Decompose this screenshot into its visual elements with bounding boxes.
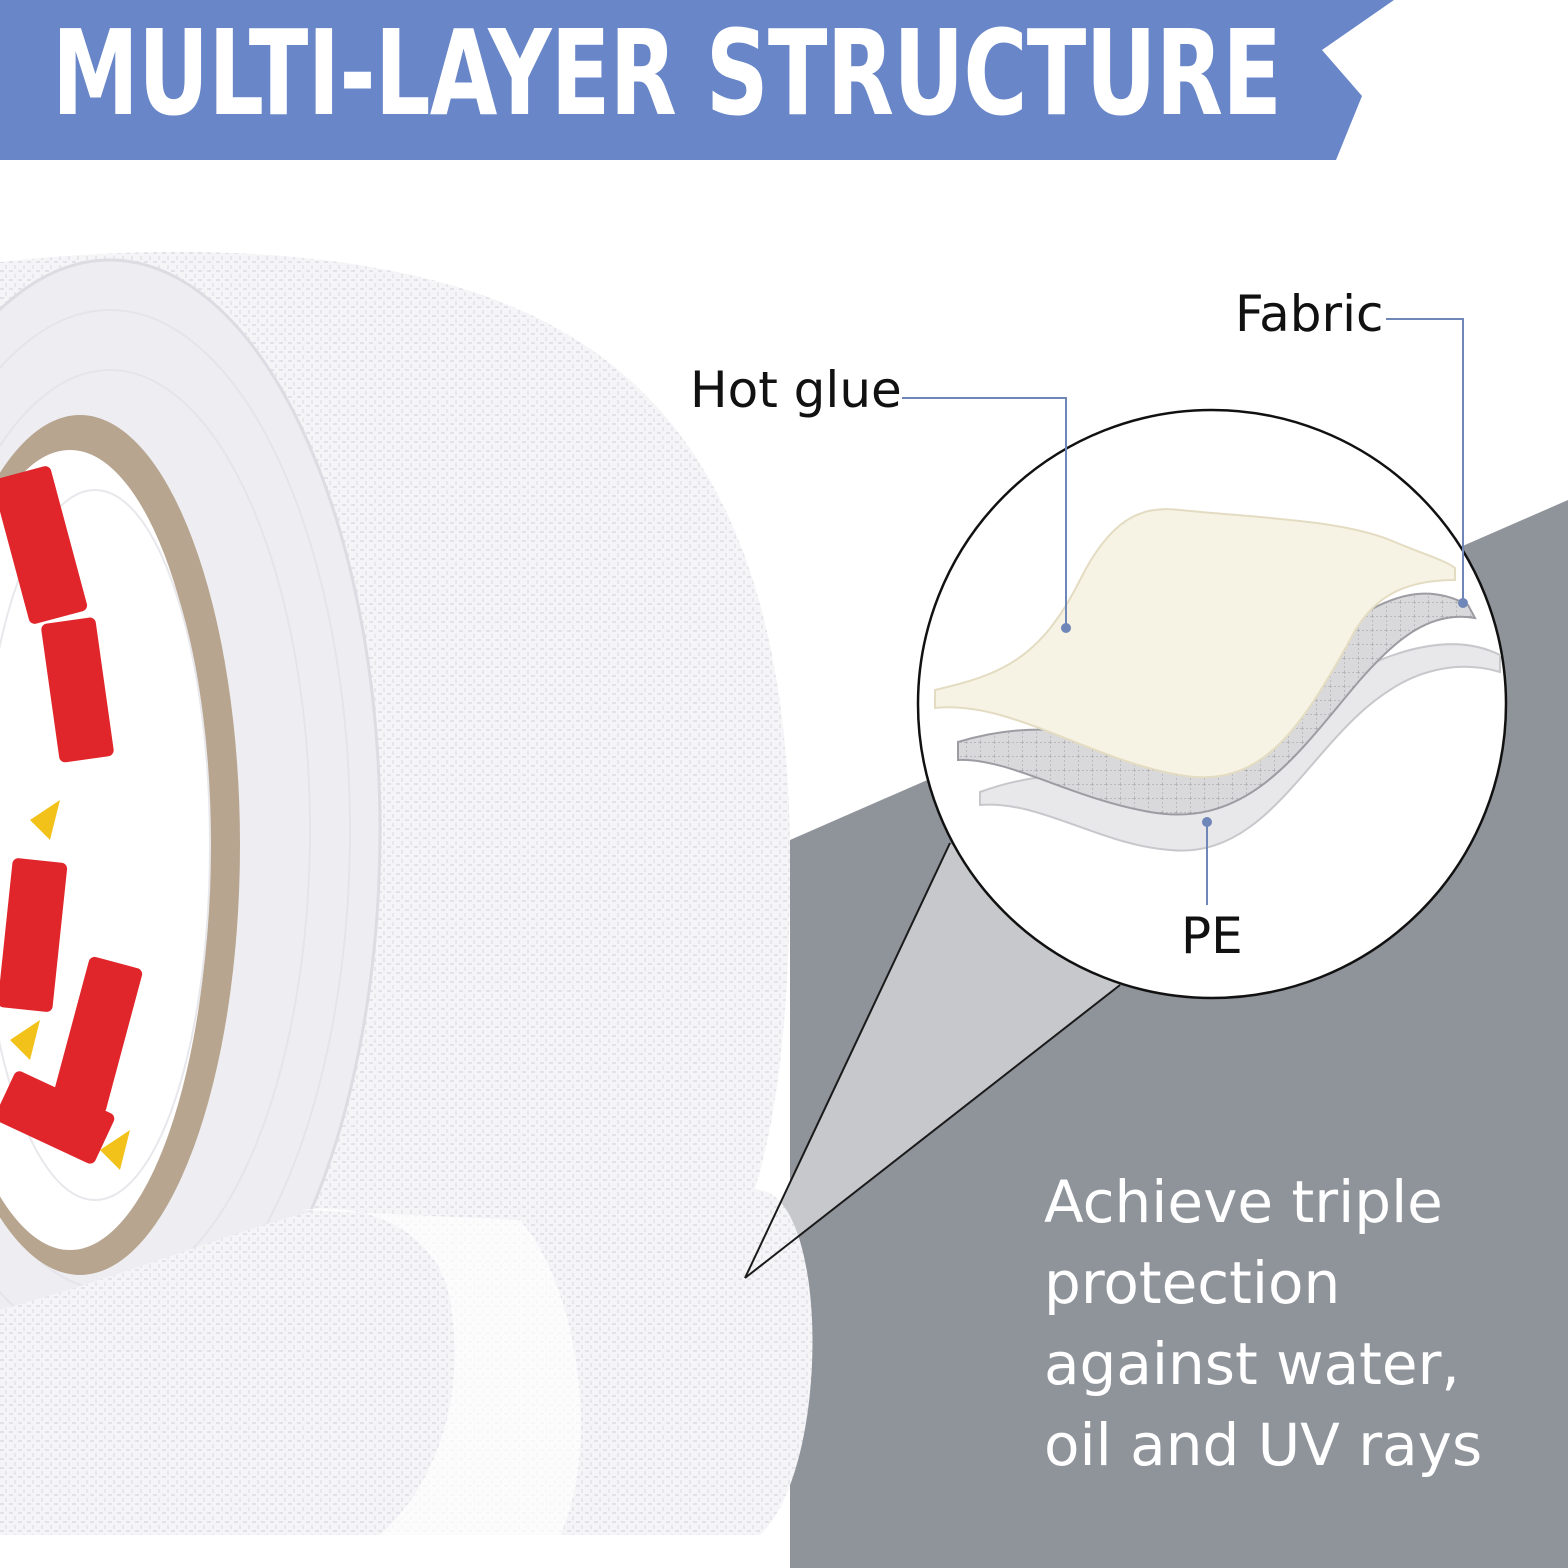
background-light-gray-plane [745, 843, 1120, 1278]
tagline-line: against water, [1044, 1330, 1460, 1398]
zoom-line [744, 984, 1121, 1279]
pe-label: PE [1181, 907, 1243, 965]
tagline: Achieve triple protection against water,… [1044, 1162, 1544, 1486]
banner-title: MULTI-LAYER STRUCTURE [52, 4, 1282, 142]
fabric-label: Fabric [1235, 285, 1384, 343]
callout-dots [1061, 598, 1468, 827]
zoom-line [744, 842, 951, 1279]
hot-glue-callout-line [902, 397, 1067, 628]
tape-roll [0, 251, 790, 1535]
tagline-line: protection [1044, 1249, 1341, 1317]
brand-label-marks [0, 466, 143, 1164]
tagline-line: Achieve triple [1044, 1168, 1443, 1236]
tagline-line: oil and UV rays [1044, 1411, 1483, 1479]
title-banner [0, 0, 1394, 160]
hot-glue-layer [934, 508, 1456, 779]
peeled-tape-strip [0, 1185, 813, 1535]
layer-diagram [934, 508, 1501, 852]
callout-lines [902, 318, 1464, 905]
fabric-callout-line [1386, 318, 1464, 603]
brand-label-accents [10, 800, 130, 1170]
hot-glue-label: Hot glue [690, 361, 902, 419]
